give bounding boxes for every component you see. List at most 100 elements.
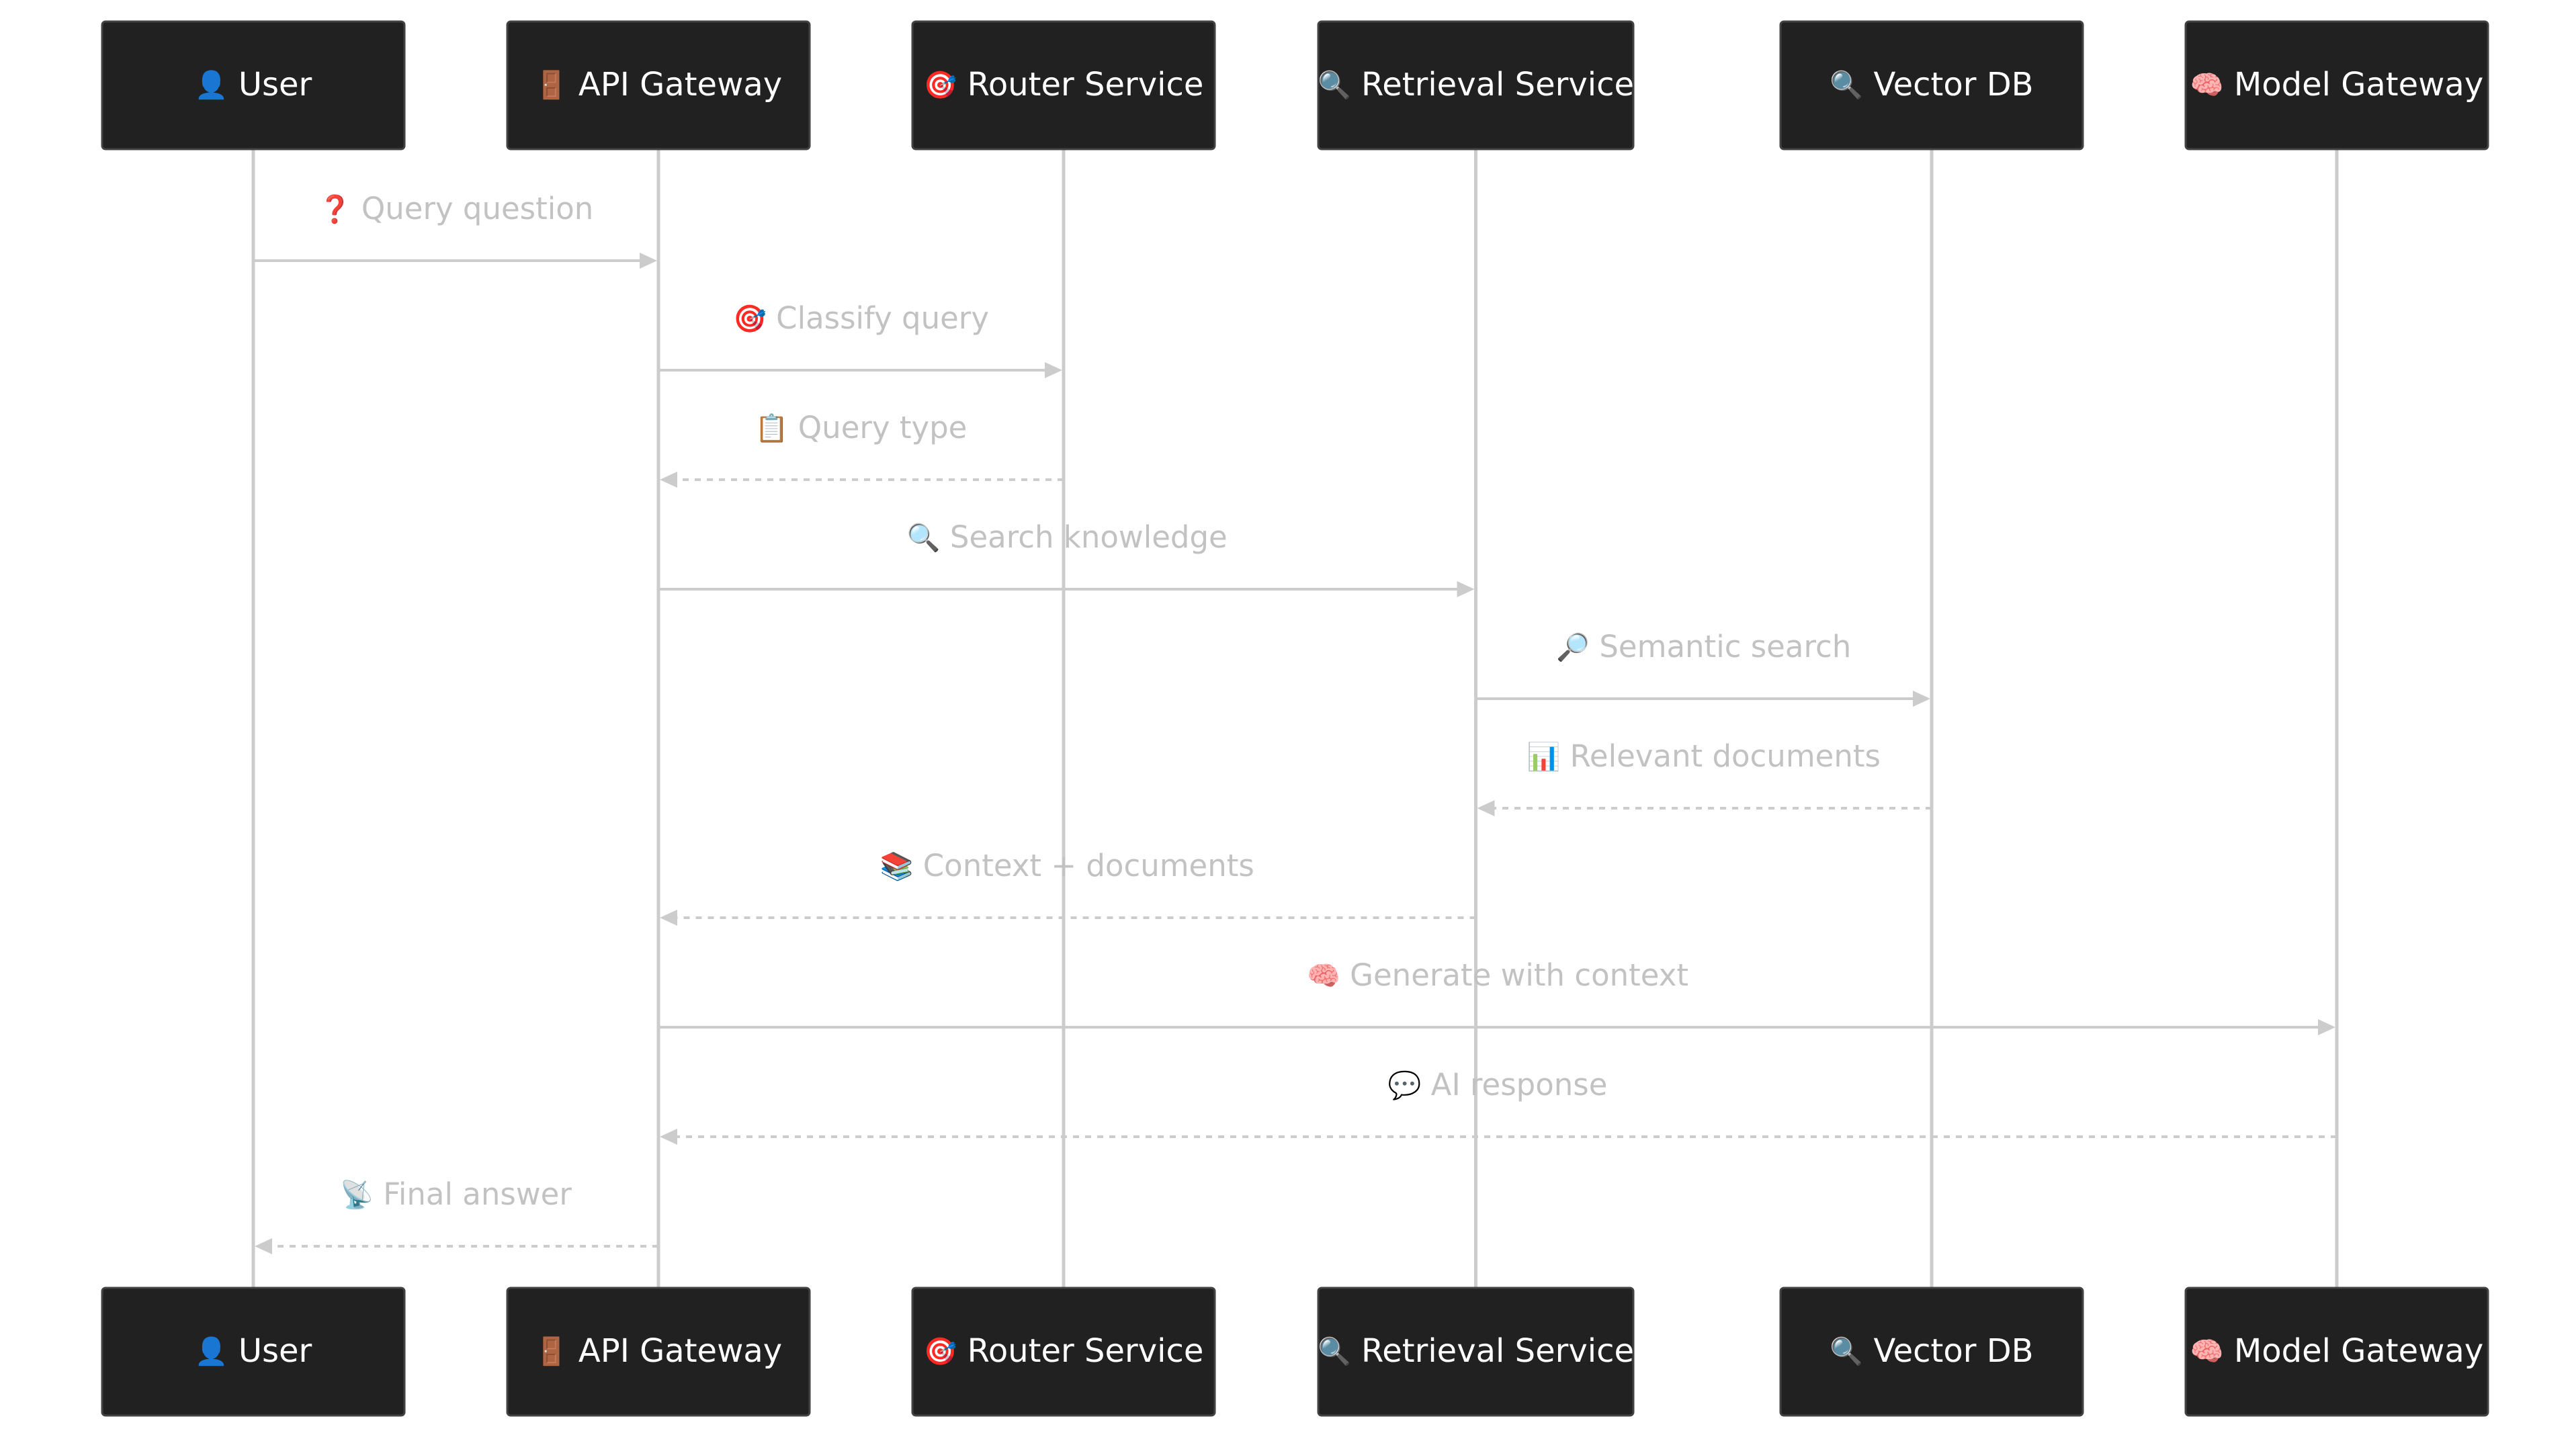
- magnifier-right-icon: 🔎: [1556, 630, 1590, 663]
- target-icon: 🎯: [733, 304, 767, 335]
- actor-name: Vector DB: [1863, 66, 2033, 103]
- user-icon: 👤: [195, 69, 228, 101]
- actor-name: Model Gateway: [2224, 1332, 2484, 1370]
- message-8: 🧠 Generate with context: [658, 957, 2335, 1035]
- actor-api-bottom: 🚪 API Gateway: [506, 1287, 811, 1417]
- actor-label: 👤 User: [195, 1332, 312, 1370]
- actor-name: User: [228, 1332, 312, 1370]
- message-text: Relevant documents: [1560, 738, 1881, 774]
- actor-name: User: [228, 66, 312, 103]
- actors-bottom: 👤 User 🚪 API Gateway 🎯 Router Service 🔍 Ret…: [101, 1287, 2489, 1417]
- actor-user-bottom: 👤 User: [101, 1287, 406, 1417]
- arrowhead: [660, 1129, 677, 1145]
- message-text: Classify query: [767, 300, 989, 336]
- actor-label: 🎯 Router Service: [924, 66, 1204, 103]
- actor-label: 🚪 API Gateway: [535, 66, 782, 103]
- actor-api-top: 🚪 API Gateway: [506, 20, 811, 150]
- brain-icon: 🧠: [2190, 70, 2224, 101]
- arrowhead: [660, 910, 677, 926]
- brain-icon: 🧠: [2190, 1336, 2224, 1367]
- actor-name: Router Service: [957, 1332, 1203, 1370]
- message-text: Search knowledge: [941, 519, 1228, 555]
- message-9: 💬 AI response: [660, 1067, 2337, 1145]
- actor-label: 🚪 API Gateway: [535, 1332, 782, 1370]
- satellite-dish-icon: 📡: [340, 1178, 374, 1211]
- message-label: 🔎 Semantic search: [1556, 629, 1851, 664]
- actor-box: [101, 1287, 406, 1417]
- speech-bubble-icon: 💬: [1388, 1070, 1422, 1101]
- actor-name: Retrieval Service: [1351, 1332, 1634, 1370]
- message-7: 📚 Context + documents: [660, 848, 1476, 926]
- actor-label: 🔍 Vector DB: [1830, 1332, 2033, 1370]
- actor-user-top: 👤 User: [101, 20, 406, 150]
- magnifier-icon: 🔍: [907, 521, 941, 554]
- arrowhead: [1457, 581, 1475, 597]
- arrowhead: [1477, 800, 1495, 816]
- message-label: 📚 Context + documents: [880, 848, 1254, 883]
- message-label: 🧠 Generate with context: [1307, 957, 1688, 993]
- actor-box: [911, 20, 1216, 150]
- magnifier-icon: 🔍: [1318, 68, 1351, 101]
- message-label: 📡 Final answer: [340, 1176, 572, 1212]
- actor-label: 🔍 Retrieval Service: [1318, 66, 1634, 103]
- arrowhead: [255, 1238, 272, 1254]
- arrowhead: [1045, 362, 1062, 378]
- actor-box: [1779, 20, 2084, 150]
- target-icon: 🎯: [924, 70, 957, 101]
- arrowhead: [1913, 691, 1930, 707]
- messages: ❓ Query question 🎯 Classify query 📋 Query …: [253, 191, 2337, 1254]
- target-icon: 🎯: [924, 1336, 957, 1367]
- actor-box: [2184, 1287, 2489, 1417]
- actor-name: API Gateway: [568, 66, 783, 103]
- actor-name: Vector DB: [1863, 1332, 2033, 1370]
- actor-name: Model Gateway: [2224, 66, 2484, 103]
- actor-box: [506, 1287, 811, 1417]
- message-text: Context + documents: [913, 848, 1254, 883]
- message-label: 📊 Relevant documents: [1527, 738, 1881, 774]
- message-label: ❓ Query question: [318, 191, 594, 226]
- magnifier-icon: 🔍: [1830, 68, 1863, 101]
- actor-box: [506, 20, 811, 150]
- actor-name: Retrieval Service: [1351, 66, 1634, 103]
- message-4: 🔍 Search knowledge: [658, 519, 1475, 597]
- actor-box: [1779, 1287, 2084, 1417]
- actor-box: [101, 20, 406, 150]
- actor-label: 🧠 Model Gateway: [2190, 66, 2483, 103]
- actor-box: [2184, 20, 2489, 150]
- actor-label: 👤 User: [195, 66, 312, 103]
- lifelines: [251, 149, 2339, 1288]
- arrowhead: [660, 472, 677, 488]
- actor-retrieval-bottom: 🔍 Retrieval Service: [1317, 1287, 1635, 1417]
- actor-retrieval-top: 🔍 Retrieval Service: [1317, 20, 1635, 150]
- message-text: Semantic search: [1590, 629, 1851, 664]
- message-2: 🎯 Classify query: [658, 300, 1062, 378]
- brain-icon: 🧠: [1307, 961, 1340, 992]
- actor-label: 🧠 Model Gateway: [2190, 1332, 2483, 1370]
- magnifier-icon: 🔍: [1830, 1334, 1863, 1367]
- message-label: 🎯 Classify query: [733, 300, 989, 336]
- door-icon: 🚪: [535, 69, 568, 101]
- message-3: 📋 Query type: [660, 410, 1064, 488]
- message-text: AI response: [1421, 1067, 1607, 1102]
- message-label: 📋 Query type: [755, 410, 968, 445]
- books-icon: 📚: [880, 851, 914, 882]
- message-10: 📡 Final answer: [255, 1176, 658, 1254]
- message-6: 📊 Relevant documents: [1477, 738, 1932, 816]
- actor-label: 🎯 Router Service: [924, 1332, 1204, 1370]
- message-5: 🔎 Semantic search: [1475, 629, 1930, 707]
- actor-router-bottom: 🎯 Router Service: [911, 1287, 1216, 1417]
- message-label: 💬 AI response: [1388, 1067, 1608, 1102]
- door-icon: 🚪: [535, 1336, 568, 1367]
- bar-chart-icon: 📊: [1527, 741, 1561, 773]
- actor-name: API Gateway: [568, 1332, 783, 1370]
- message-label: 🔍 Search knowledge: [907, 519, 1228, 555]
- magnifier-icon: 🔍: [1318, 1334, 1351, 1367]
- arrowhead: [640, 253, 657, 269]
- message-text: Query type: [788, 410, 967, 445]
- message-1: ❓ Query question: [253, 191, 657, 269]
- message-text: Query question: [352, 191, 594, 226]
- actor-vector-top: 🔍 Vector DB: [1779, 20, 2084, 150]
- arrowhead: [2318, 1019, 2335, 1035]
- message-text: Generate with context: [1340, 957, 1688, 993]
